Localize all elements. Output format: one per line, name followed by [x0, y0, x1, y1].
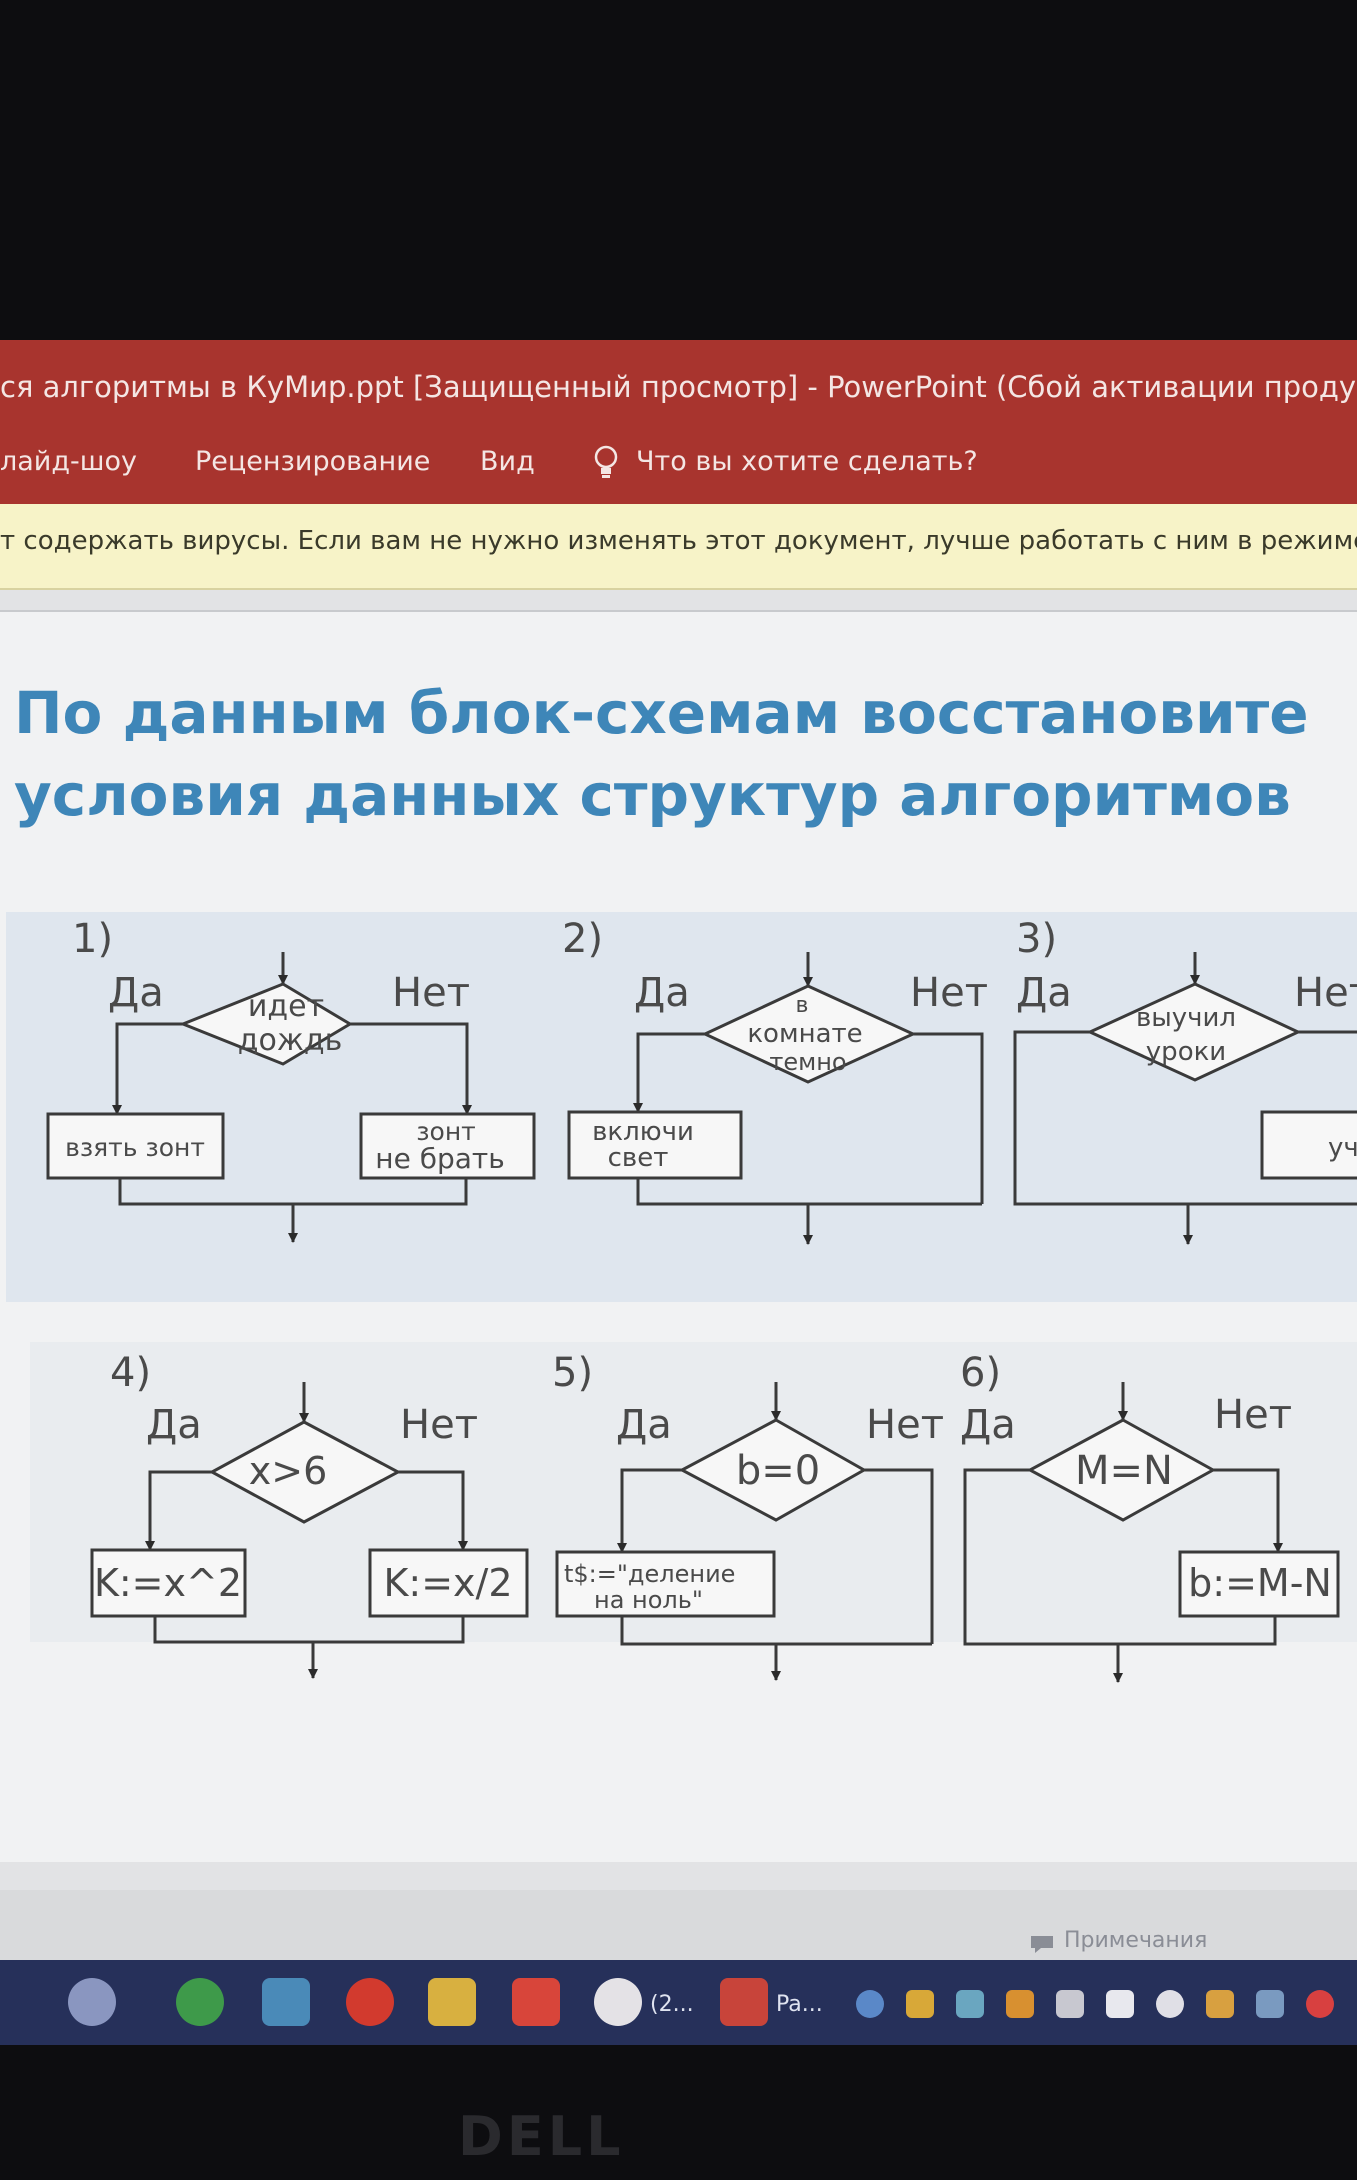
tell-me-search[interactable]: Что вы хотите сделать?: [636, 446, 978, 477]
tab-review[interactable]: Рецензирование: [195, 446, 431, 477]
tray-tools-icon[interactable]: [1006, 1990, 1034, 2018]
flowchart-4-yes-action: K:=x^2: [94, 1561, 242, 1605]
tab-slideshow[interactable]: лайд-шоу: [0, 446, 137, 477]
tray-ring-icon[interactable]: [1206, 1990, 1234, 2018]
flowchart-2-condition-line-1: в: [796, 993, 809, 1018]
flowchart-1-condition-line-2: дождь: [238, 1023, 343, 1058]
flowchart-1: [46, 952, 536, 1243]
flowchart-4-number: 4): [110, 1350, 151, 1396]
flowchart-2-condition-line-3: темно: [769, 1048, 846, 1076]
flowchart-6-condition: M=N: [1075, 1448, 1173, 1494]
flowchart-5-no: Нет: [866, 1402, 944, 1448]
flowchart-6-no: Нет: [1214, 1392, 1292, 1438]
opera-icon[interactable]: [346, 1978, 394, 2026]
flowchart-3: [1013, 952, 1357, 1245]
folder-icon[interactable]: [428, 1978, 476, 2026]
title-bar: ся алгоритмы в КуМир.ppt [Защищенный про…: [0, 340, 1357, 424]
flowchart-3-no-action: уч: [1328, 1133, 1357, 1163]
protected-view-message: т содержать вирусы. Если вам не нужно из…: [0, 526, 1357, 556]
lightbulb-icon: [594, 445, 618, 478]
flowchart-2-yes-action-line-2: свет: [608, 1143, 669, 1173]
taskbar-item-powerpoint[interactable]: Pa...: [776, 1992, 823, 2017]
yandex-icon[interactable]: [512, 1978, 560, 2026]
tray-opera-icon[interactable]: [1306, 1990, 1334, 2018]
taskbar: (2... Pa...: [0, 1960, 1357, 2045]
slide-title-line-2: условия данных структур алгоритмов: [14, 761, 1291, 829]
flowchart-4-no-action: K:=x/2: [383, 1561, 512, 1605]
flowchart-1-number: 1): [72, 916, 113, 962]
taskbar-item-browser[interactable]: (2...: [650, 1992, 694, 2017]
slide-title: По данным блок-схемам восстановите услов…: [14, 672, 1344, 836]
slide-pane: По данным блок-схемам восстановите услов…: [0, 590, 1357, 1890]
flowchart-3-number: 3): [1016, 916, 1057, 962]
window-title: ся алгоритмы в КуМир.ppt [Защищенный про…: [0, 370, 1357, 404]
yandex-browser-icon[interactable]: [594, 1978, 642, 2026]
tray-yandex-icon[interactable]: [1156, 1990, 1184, 2018]
flowchart-1-yes-action: взять зонт: [65, 1133, 205, 1162]
flowchart-1-no-action-line-2: не брать: [375, 1142, 504, 1175]
dell-logo: DELL: [458, 2105, 625, 2168]
flowchart-2-no: Нет: [910, 970, 988, 1016]
flowchart-4-yes: Да: [146, 1402, 202, 1448]
flowchart-1-no: Нет: [392, 970, 470, 1016]
tab-view[interactable]: Вид: [480, 446, 535, 477]
flowchart-2-number: 2): [562, 916, 603, 962]
flowchart-1-condition-line-1: идет: [248, 989, 324, 1024]
flowchart-3-no: Нет: [1294, 970, 1357, 1016]
slide: По данным блок-схемам восстановите услов…: [0, 610, 1357, 1862]
flowchart-5-condition: b=0: [736, 1448, 820, 1494]
flowchart-3-condition-line-1: выучил: [1136, 1003, 1236, 1033]
flowchart-5: [555, 1382, 934, 1681]
flowchart-6-no-action: b:=M-N: [1188, 1561, 1332, 1605]
start-icon[interactable]: [68, 1978, 116, 2026]
tray-network-icon[interactable]: [1256, 1990, 1284, 2018]
shield-icon[interactable]: [1106, 1990, 1134, 2018]
notes-button[interactable]: Примечания: [1064, 1928, 1208, 1953]
flowcharts-panel-top: [6, 912, 1357, 1302]
mail-icon[interactable]: [262, 1978, 310, 2026]
tray-monitor-icon[interactable]: [956, 1990, 984, 2018]
powerpoint-icon[interactable]: [720, 1978, 768, 2026]
flowchart-5-number: 5): [552, 1350, 593, 1396]
flowchart-6: [963, 1382, 1340, 1683]
slide-title-line-1: По данным блок-схемам восстановите: [14, 679, 1309, 747]
flowchart-2-yes-action-line-1: включи: [592, 1117, 694, 1147]
flowcharts-area: 1) Да Нет идет дождь взять зонт зонт не …: [6, 912, 1357, 1683]
skype-icon[interactable]: [856, 1990, 884, 2018]
protected-view-bar: т содержать вирусы. Если вам не нужно из…: [0, 504, 1357, 590]
flowchart-2: [567, 952, 984, 1245]
flowchart-6-number: 6): [960, 1350, 1001, 1396]
monitor-screen: ся алгоритмы в КуМир.ppt [Защищенный про…: [0, 340, 1357, 2045]
tray-app-icon[interactable]: [906, 1990, 934, 2018]
flowchart-1-yes: Да: [108, 970, 164, 1016]
flowchart-3-yes: Да: [1016, 970, 1072, 1016]
flowchart-3-condition-line-2: уроки: [1146, 1037, 1226, 1067]
chrome-icon[interactable]: [176, 1978, 224, 2026]
flowchart-4-no: Нет: [400, 1402, 478, 1448]
flowchart-2-yes: Да: [634, 970, 690, 1016]
ribbon-tabs: лайд-шоу Рецензирование Вид Что вы хотит…: [0, 424, 1357, 504]
flowchart-5-yes-action-line-2: на ноль": [594, 1586, 703, 1614]
flowchart-4-condition: x>6: [249, 1449, 328, 1493]
flowchart-5-yes: Да: [616, 1402, 672, 1448]
microphone-icon[interactable]: [1056, 1990, 1084, 2018]
flowchart-4: [90, 1382, 529, 1679]
flowchart-1-no-action-line-1: зонт: [416, 1117, 476, 1146]
flowchart-6-yes: Да: [960, 1402, 1016, 1448]
notes-icon: [1031, 1936, 1053, 1953]
flowchart-5-yes-action-line-1: t$:="деление: [564, 1560, 735, 1588]
flowchart-2-condition-line-2: комнате: [747, 1019, 862, 1049]
